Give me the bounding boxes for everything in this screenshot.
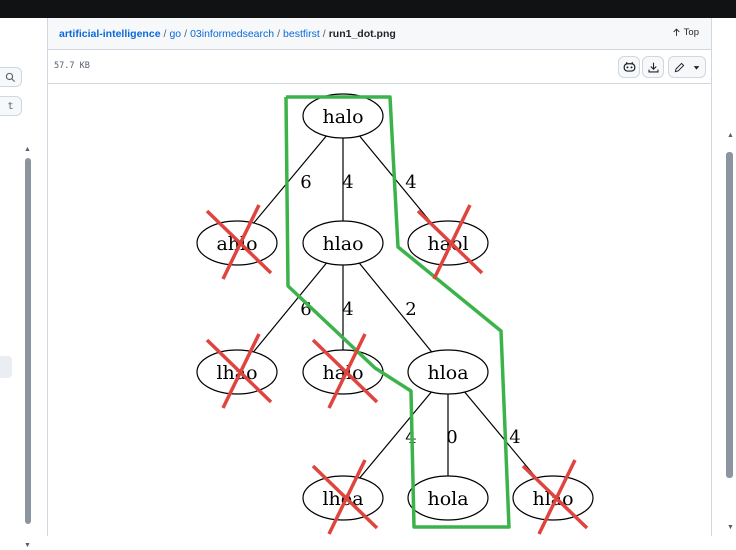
scroll-up-arrow-icon[interactable]: ▲ bbox=[24, 146, 31, 153]
download-button[interactable] bbox=[642, 56, 664, 78]
cross-mark bbox=[205, 338, 273, 404]
edge-weight-label: 4 bbox=[342, 172, 353, 193]
file-info-bar: 57.7 KB bbox=[48, 50, 711, 84]
cross-mark bbox=[521, 464, 589, 530]
file-size: 57.7 KB bbox=[54, 61, 90, 71]
arrow-up-icon bbox=[673, 28, 680, 36]
go-to-file-shortcut[interactable]: t bbox=[0, 96, 22, 116]
cross-mark bbox=[221, 204, 261, 280]
search-button[interactable] bbox=[0, 67, 22, 87]
tree-edge bbox=[253, 135, 327, 224]
page-scroll-down-icon[interactable]: ▼ bbox=[727, 524, 734, 531]
tree-node-ellipse bbox=[512, 475, 594, 521]
edge-weight-label: 2 bbox=[405, 299, 416, 320]
tree-edge bbox=[359, 391, 432, 479]
edge-weight-label: 6 bbox=[300, 172, 311, 193]
tree-node-label: hlao bbox=[322, 233, 363, 255]
pencil-icon bbox=[674, 62, 685, 72]
file-viewer: artificial-intelligence / go / 03informe… bbox=[47, 18, 712, 536]
tree-node-ellipse bbox=[407, 349, 489, 395]
tree-edge bbox=[464, 391, 537, 479]
cross-mark bbox=[416, 209, 484, 275]
edge-weight-label: 4 bbox=[509, 427, 520, 448]
copilot-button[interactable] bbox=[618, 56, 640, 78]
tree-node-label: halo bbox=[322, 106, 363, 128]
best-first-path-outline bbox=[284, 95, 511, 529]
cross-mark bbox=[432, 204, 472, 280]
browser-top-bar bbox=[0, 0, 736, 18]
breadcrumb: artificial-intelligence / go / 03informe… bbox=[48, 18, 711, 50]
breadcrumb-separator: / bbox=[277, 27, 281, 40]
breadcrumb-repo-link[interactable]: artificial-intelligence bbox=[59, 27, 161, 40]
page-scrollbar[interactable] bbox=[726, 152, 733, 478]
tree-node-ellipse bbox=[302, 93, 384, 139]
cross-mark bbox=[221, 333, 261, 409]
cross-mark bbox=[537, 459, 577, 535]
tree-node-ellipse bbox=[407, 220, 489, 266]
back-to-top-label: Top bbox=[683, 27, 699, 38]
tree-node-ellipse bbox=[302, 475, 384, 521]
edit-menu-button[interactable] bbox=[668, 56, 706, 78]
breadcrumb-link-informedsearch[interactable]: 03informedsearch bbox=[190, 27, 275, 40]
back-to-top-link[interactable]: Top bbox=[672, 27, 699, 38]
edge-weight-label: 4 bbox=[405, 172, 416, 193]
tree-node-ellipse bbox=[407, 475, 489, 521]
tree-node-ellipse bbox=[196, 349, 278, 395]
breadcrumb-separator: / bbox=[163, 27, 167, 40]
tree-node-ellipse bbox=[196, 220, 278, 266]
breadcrumb-separator: / bbox=[184, 27, 188, 40]
tree-edge bbox=[253, 262, 327, 353]
tree-edge bbox=[358, 262, 433, 353]
cross-mark bbox=[311, 338, 379, 404]
scroll-down-arrow-icon[interactable]: ▼ bbox=[24, 542, 31, 549]
cross-mark bbox=[327, 459, 367, 535]
copilot-icon bbox=[623, 61, 635, 72]
chevron-down-icon bbox=[693, 65, 700, 70]
breadcrumb-link-go[interactable]: go bbox=[169, 27, 182, 40]
cross-mark bbox=[327, 333, 367, 409]
edge-weight-label: 6 bbox=[300, 299, 311, 320]
download-icon bbox=[647, 62, 659, 73]
file-tree-scrollbar[interactable] bbox=[25, 158, 31, 524]
breadcrumb-link-bestfirst[interactable]: bestfirst bbox=[283, 27, 320, 40]
page-scroll-up-icon[interactable]: ▲ bbox=[727, 132, 734, 139]
cross-mark bbox=[205, 209, 273, 275]
shortcut-key-label: t bbox=[7, 100, 14, 112]
cross-mark bbox=[311, 464, 379, 530]
tree-node-label: hloa bbox=[427, 362, 468, 384]
breadcrumb-separator: / bbox=[322, 27, 326, 40]
tree-node-ellipse bbox=[302, 220, 384, 266]
panel-resize-handle[interactable] bbox=[0, 356, 12, 378]
edge-weight-label: 0 bbox=[446, 427, 457, 448]
breadcrumb-current-file: run1_dot.png bbox=[328, 27, 396, 40]
edge-weight-label: 4 bbox=[342, 299, 353, 320]
file-tree-panel-collapsed: t ▲ ▼ bbox=[0, 18, 36, 549]
search-icon bbox=[5, 72, 16, 82]
tree-node-label: hola bbox=[427, 488, 468, 510]
